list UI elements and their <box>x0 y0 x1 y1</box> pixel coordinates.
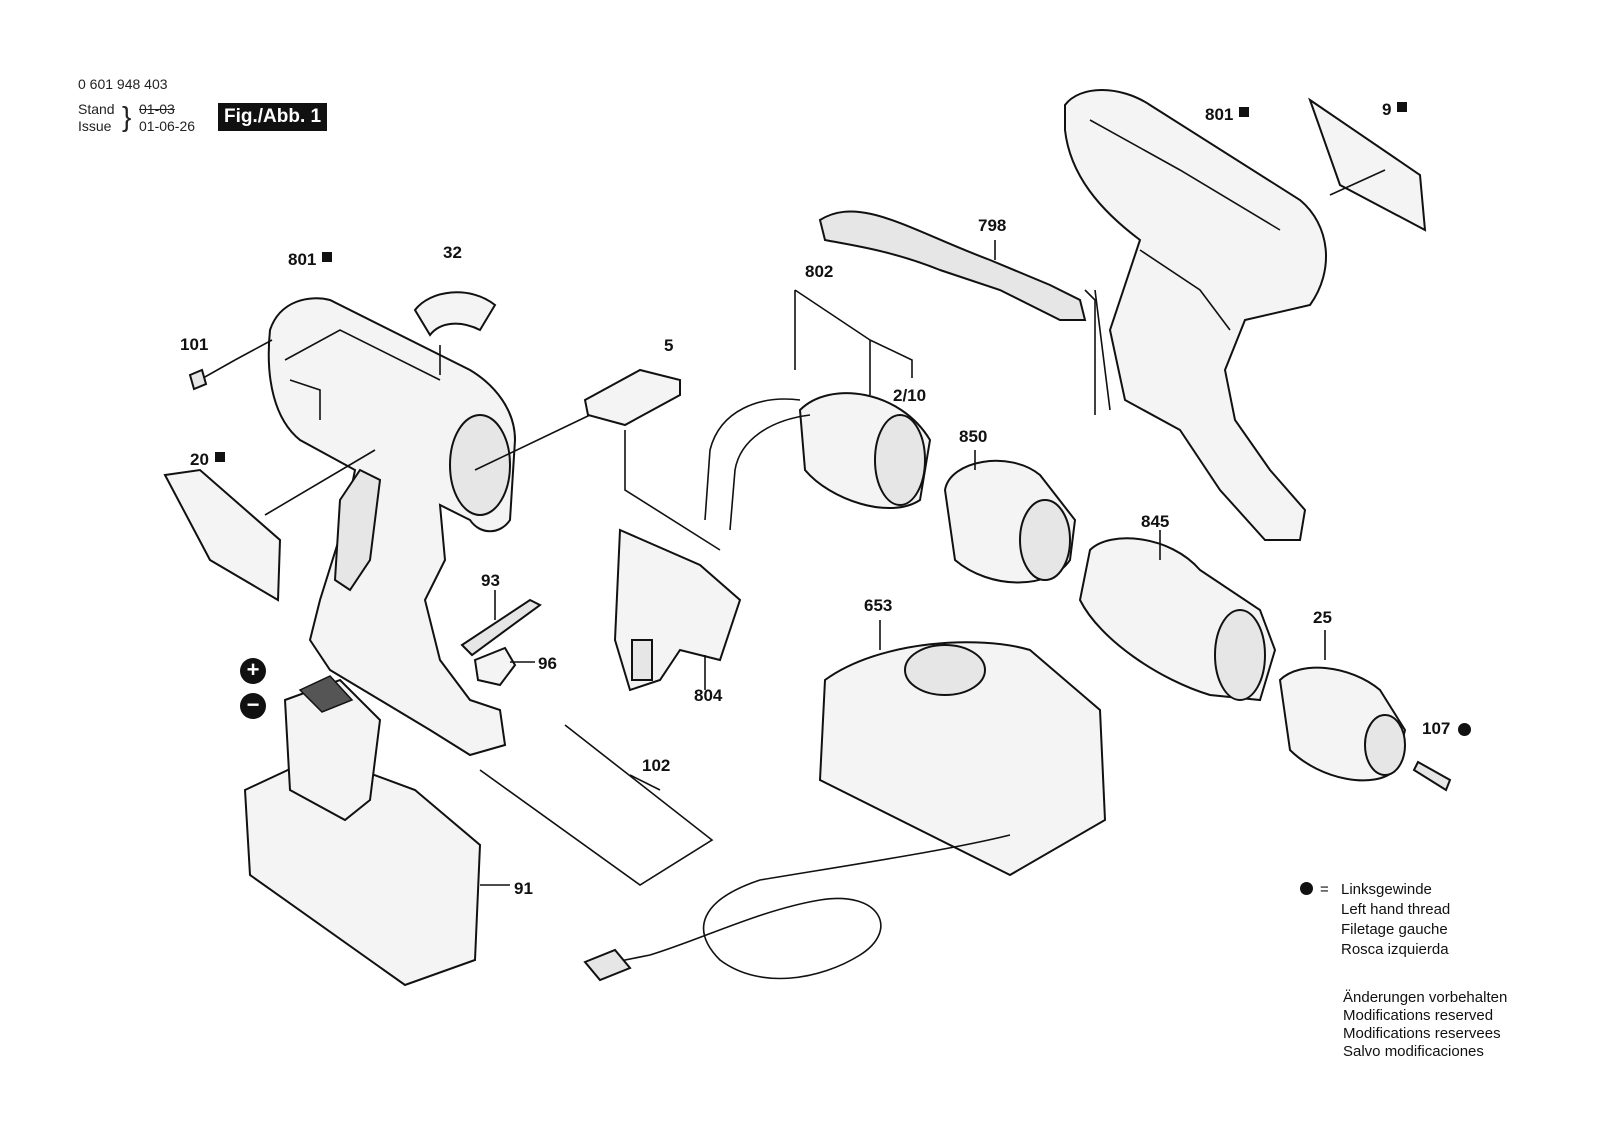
legend-line-2: Left hand thread <box>1341 901 1451 918</box>
legend-equals: = <box>1320 881 1329 898</box>
part-number-text: 107 <box>1422 719 1451 738</box>
minus-terminal-icon: − <box>240 693 266 719</box>
motor-802 <box>704 289 932 531</box>
bit-93 <box>460 590 542 657</box>
part-label-845: 845 <box>1141 512 1170 531</box>
part-label-850: 850 <box>959 427 988 446</box>
switch-button-5 <box>474 368 721 551</box>
square-marker-icon <box>1397 102 1408 112</box>
legend-line-3: Filetage gauche <box>1341 921 1448 938</box>
housing-right-801 <box>1064 89 1327 541</box>
disclaimer-line-2: Modifications reserved <box>1343 1007 1494 1024</box>
part-label-9: 9 <box>1382 100 1408 120</box>
part-label-798: 798 <box>978 216 1007 235</box>
cap-32 <box>413 291 497 375</box>
part-label-25: 25 <box>1313 608 1332 627</box>
issue-value: 01-06-26 <box>139 118 196 134</box>
part-label-107: 107 <box>1422 719 1472 739</box>
part-number: 0 601 948 403 <box>78 76 168 92</box>
part-label-802: 802 <box>805 262 834 281</box>
figure-label: Fig./Abb. 1 <box>218 103 328 131</box>
part-number-text: 9 <box>1382 100 1392 119</box>
part-number-text: 20 <box>190 450 209 469</box>
charger-653 <box>583 620 1107 982</box>
disclaimer-line-3: Modifications reservees <box>1343 1025 1501 1042</box>
square-marker-icon <box>1239 107 1250 117</box>
issue-label: Issue <box>78 118 112 134</box>
part-label-653: 653 <box>864 596 893 615</box>
part-label-20: 20 <box>190 450 225 470</box>
part-label-5: 5 <box>664 336 674 355</box>
part-label-93: 93 <box>481 571 500 590</box>
gearbox-850 <box>943 450 1077 584</box>
part-label-801-left: 801 <box>288 250 333 270</box>
left-thread-dot-icon <box>1458 723 1472 737</box>
bar-102 <box>479 724 714 886</box>
battery-pack-91 <box>243 675 510 987</box>
cord-798 <box>818 210 1096 415</box>
disclaimer-line-4: Salvo modificaciones <box>1343 1043 1484 1060</box>
gear-assembly-845 <box>1078 530 1277 702</box>
square-marker-icon <box>322 252 333 262</box>
switch-804 <box>613 528 742 692</box>
disclaimer-line-1: Änderungen vorbehalten <box>1343 989 1508 1006</box>
chuck-25 <box>1278 630 1407 782</box>
legend-line-1: Linksgewinde <box>1341 881 1432 898</box>
part-label-2-10: 2/10 <box>893 386 927 405</box>
part-number-text: 801 <box>1205 105 1234 124</box>
part-label-102: 102 <box>642 756 671 775</box>
stand-value: 01-03 <box>139 101 175 117</box>
legend-dot-icon <box>1300 882 1313 895</box>
square-marker-icon <box>214 452 225 462</box>
label-plate-20 <box>163 468 282 602</box>
clip-96 <box>473 646 535 687</box>
part-label-804: 804 <box>694 686 723 705</box>
part-label-101: 101 <box>180 335 209 354</box>
brace-icon: } <box>122 101 132 132</box>
part-label-91: 91 <box>514 879 533 898</box>
screw-101 <box>188 339 273 391</box>
part-number-text: 801 <box>288 250 317 269</box>
plus-terminal-icon: + <box>240 658 266 684</box>
stand-label: Stand <box>78 101 115 117</box>
screw-107 <box>1412 760 1452 792</box>
label-plate-9 <box>1308 97 1427 232</box>
legend-line-4: Rosca izquierda <box>1341 941 1449 958</box>
part-label-32: 32 <box>443 243 462 262</box>
part-label-801-right: 801 <box>1205 105 1250 125</box>
housing-left-801 <box>267 297 517 757</box>
part-label-96: 96 <box>538 654 557 673</box>
